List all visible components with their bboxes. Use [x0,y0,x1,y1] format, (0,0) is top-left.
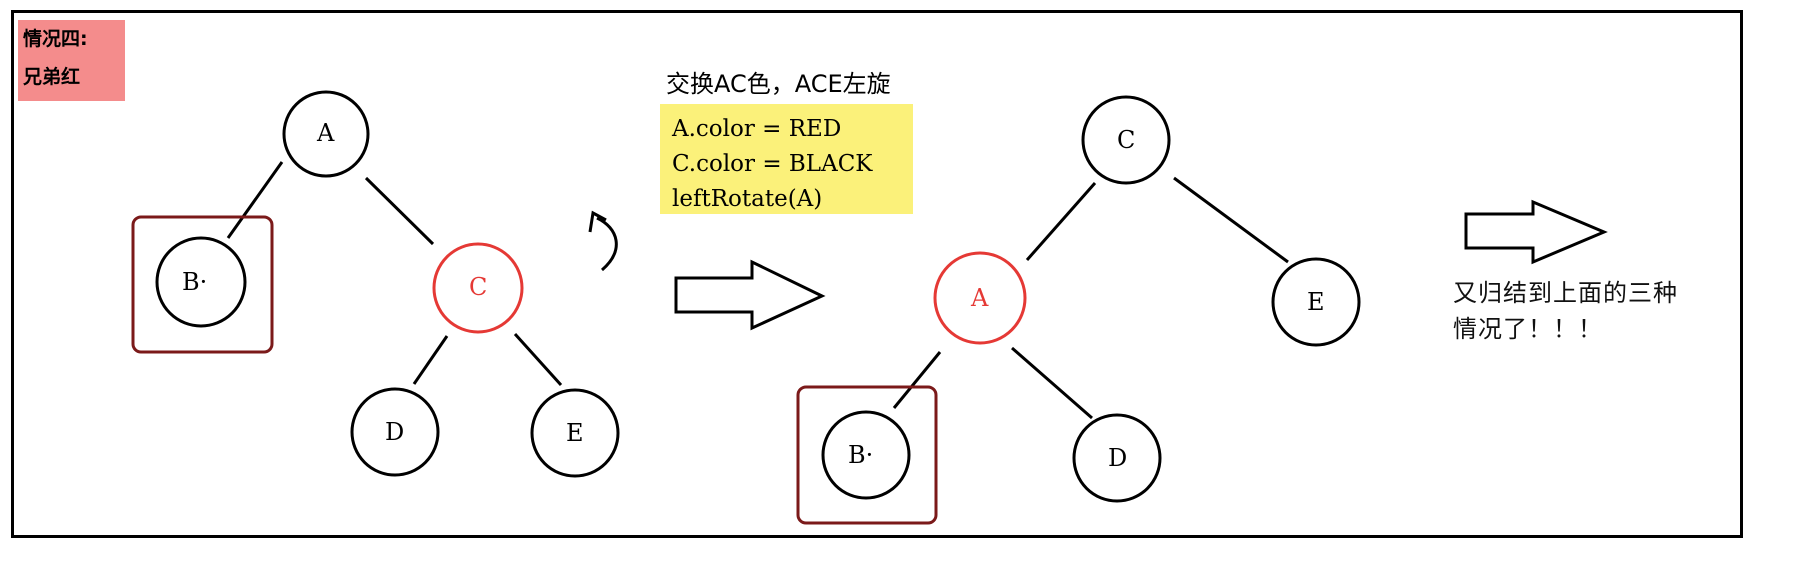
node-a: A [933,251,1027,345]
rotate-arrowhead-icon [588,210,607,233]
node-c: C [1081,95,1171,185]
edge-c-a [1025,182,1097,261]
case-label-line2: 兄弟红 [23,66,81,88]
node-d: D [350,387,440,477]
edge-c-d [412,335,449,385]
result-arrow-icon [1464,199,1608,265]
highlight-box-b [131,215,274,354]
transform-title: 交换AC色，ACE左旋 [666,70,891,98]
case-label: 情况四: 兄弟红 [18,20,125,101]
node-label: A [316,119,335,147]
after-tree: C A E B· D [796,95,1361,525]
node-label: B· [848,441,873,469]
edge-a-d [1011,346,1093,420]
node-label: C [1117,126,1135,154]
node-b: B· [821,410,911,500]
node-e: E [530,388,620,478]
node-e: E [1271,257,1361,347]
highlight-box-b [796,385,938,525]
code-block: A.color = RED C.color = BLACK leftRotate… [660,104,913,214]
code-line: leftRotate(A) [672,186,823,212]
node-label: B· [182,268,207,296]
conclusion-note: 又归结到上面的三种 情况了！！！ [1453,275,1678,347]
node-label: D [1108,444,1127,472]
node-a: A [282,90,370,178]
node-c: C [432,242,524,334]
transition-arrow-icon [674,259,826,331]
edge-a-c [364,176,435,246]
edge-a-b [226,161,284,239]
node-label: E [1307,288,1325,316]
node-label: A [970,284,989,312]
node-label: E [566,419,584,447]
code-line: C.color = BLACK [672,151,873,177]
rotate-arrow-icon [596,216,618,272]
edge-c-e [1173,176,1289,264]
conclusion-line2: 情况了！！！ [1453,315,1603,343]
before-tree: A B· C D E [131,90,620,478]
node-label: D [385,418,404,446]
diagram-frame [11,10,1743,538]
node-label: C [469,273,487,301]
node-d: D [1072,413,1162,503]
edge-a-b [892,351,942,409]
case-label-line1: 情况四: [23,28,88,50]
edge-c-e [513,332,563,387]
node-b: B· [155,236,247,328]
conclusion-line1: 又归结到上面的三种 [1453,279,1678,307]
code-line: A.color = RED [672,116,842,142]
